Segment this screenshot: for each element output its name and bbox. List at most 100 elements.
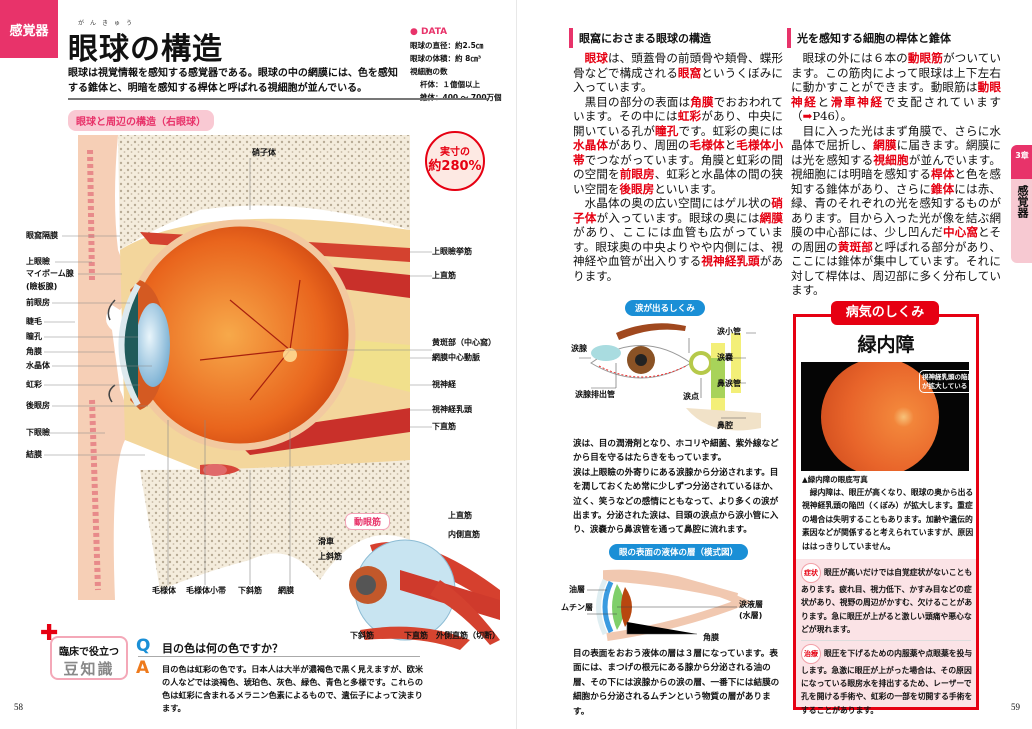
chapter-label: 感覚器 bbox=[1016, 185, 1029, 218]
disease-text: 緑内障は、眼圧が高くなり、眼球の奥から出る視神経乳頭の陥凹（くぼみ）が拡大します… bbox=[802, 488, 974, 551]
tear-mechanism-illustration bbox=[579, 323, 761, 431]
text-segment: 眼球の外には６本の bbox=[802, 51, 908, 65]
text-segment: があり、中央に開いている孔が bbox=[573, 109, 783, 138]
text-segment: でつながっています。角膜と虹彩の間の空間を bbox=[573, 152, 783, 182]
cornea bbox=[118, 283, 141, 407]
label: マイボーム腺 bbox=[26, 269, 74, 278]
paragraph: 黒目の部分の表面は角膜でおおわれています。その中には虹彩があり、中央に開いている… bbox=[573, 95, 783, 197]
label: 上眼瞼 bbox=[26, 257, 50, 266]
label: 上直筋 bbox=[448, 511, 472, 520]
page-number: 58 bbox=[14, 702, 23, 712]
highlighted-term: 眼球 bbox=[584, 51, 608, 65]
leader-lines bbox=[44, 158, 432, 585]
scale-line1: 実寸の bbox=[440, 147, 470, 158]
label: 角膜 bbox=[26, 347, 42, 356]
text-segment: がついています。この筋肉によって眼球は上下左右に動かすことができます。動眼筋は bbox=[791, 51, 1001, 94]
text-segment: とその周囲の bbox=[791, 225, 1001, 254]
intro-text: 眼球は視覚情報を感知する感覚器である。眼球の中の網膜には、色を感知する錐体と、明… bbox=[68, 68, 398, 94]
text-segment: でおおわれています。その中には bbox=[573, 94, 783, 124]
highlighted-term: 水晶体 bbox=[573, 138, 609, 152]
symptoms: 症状眼圧が高いだけでは自覚症状がないこともあります。疲れ目、視力低下、かすみ目な… bbox=[801, 563, 973, 637]
fundus-photo: 視神経乳頭の陥凹が拡大している bbox=[801, 362, 969, 471]
label: 外側直筋（切断） bbox=[436, 631, 500, 640]
label: 下眼瞼 bbox=[26, 428, 50, 437]
divider bbox=[138, 656, 420, 657]
bone-bottom bbox=[140, 460, 410, 590]
answer: 目の色は虹彩の色です。日本人は大半が濃褐色で黒く見えますが、欧米の人などでは淡褐… bbox=[162, 664, 424, 713]
layers-text: 目の表面をおおう液体の層は３層になっています。表面には、まつげの根元にある腺から… bbox=[573, 649, 780, 717]
label: 内側直筋 bbox=[448, 530, 480, 539]
question: 目の色は何の色ですか？ bbox=[162, 642, 283, 655]
photo-caption: ▲緑内障の眼底写真 bbox=[802, 475, 868, 484]
highlighted-term: 視細胞 bbox=[873, 152, 909, 167]
scale-line2: 約280% bbox=[428, 159, 482, 174]
treatment-text: 眼圧を下げるための内服薬や点眼薬を投与します。急激に眼圧が上がった場合は、その原… bbox=[801, 648, 973, 715]
highlighted-term: 角膜 bbox=[690, 94, 714, 109]
diagram-title: 眼球と周辺の構造（右眼球） bbox=[68, 110, 214, 131]
highlighted-term: 毛様体小帯 bbox=[573, 138, 783, 167]
text-segment: で支配されています（ bbox=[791, 94, 1001, 124]
label: 涙液層 bbox=[739, 600, 763, 609]
text-segment: と bbox=[724, 138, 737, 152]
label: 睫毛 bbox=[26, 317, 42, 326]
left-page: 感覚器 がんきゅう 眼球の構造 眼球は視覚情報を感知する感覚器である。眼球の中の… bbox=[0, 0, 502, 713]
text-segment: があります。 bbox=[573, 254, 783, 283]
page-title: 眼球の構造 bbox=[68, 32, 223, 67]
label: 涙嚢 bbox=[717, 353, 733, 362]
text-segment: というくぼみに入っています。 bbox=[573, 65, 783, 95]
label: 涙小管 bbox=[717, 327, 741, 336]
text-segment: 目に入った光はまず角膜で、さらに水晶体で屈折し、 bbox=[791, 123, 1001, 153]
highlighted-term: 網膜 bbox=[759, 210, 783, 225]
extraocular-muscle-illustration bbox=[349, 539, 500, 650]
divider bbox=[68, 98, 488, 100]
data-line: 眼球の直径：約2.5㎝ bbox=[410, 41, 484, 50]
tip-badge: 臨床で役立つ 豆知識 bbox=[50, 636, 128, 680]
symptoms-icon: 症状 bbox=[801, 563, 821, 583]
text-segment: と色を感知する錐体があり、さらに bbox=[791, 167, 1001, 196]
label: 涙腺排出管 bbox=[575, 390, 615, 399]
q-icon: Q bbox=[136, 636, 151, 656]
muscles-title: 動眼筋 bbox=[345, 513, 391, 530]
label: 鼻腔 bbox=[717, 421, 733, 430]
label: 毛様体 bbox=[152, 586, 176, 595]
highlighted-term: 滑車神経 bbox=[830, 94, 884, 109]
text-segment: です。虹彩の奥には bbox=[678, 123, 784, 138]
disease-title: 緑内障 bbox=[857, 334, 915, 356]
plus-icon: ✚ bbox=[40, 621, 59, 646]
text-segment: が入っています。眼球の奥には bbox=[596, 210, 760, 225]
label: (水層) bbox=[739, 611, 763, 620]
paragraph: 眼球は、頭蓋骨の前頭骨や頬骨、蝶形骨などで構成される眼窩というくぼみに入っていま… bbox=[573, 51, 783, 95]
tears-title: 涙が出るしくみ bbox=[625, 300, 705, 316]
text-segment: 黒目の部分の表面は bbox=[584, 94, 691, 109]
layers-title: 眼の表面の液体の層（模式図） bbox=[609, 544, 749, 560]
eye-cross-section-illustration bbox=[44, 135, 500, 650]
label: 下斜筋 bbox=[350, 631, 374, 640]
data-line: 視細胞の数 bbox=[410, 67, 448, 76]
text-segment: 、虹彩と水晶体の間の狭い空間を bbox=[573, 167, 783, 196]
text-segment: があり、周囲の bbox=[608, 138, 690, 152]
highlighted-term: 桿体 bbox=[931, 167, 955, 181]
section-body: 眼球は、頭蓋骨の前頭骨や頬骨、蝶形骨などで構成される眼窩というくぼみに入っていま… bbox=[573, 51, 783, 283]
tear-film-layers-illustration bbox=[587, 569, 753, 641]
title-ruby: がんきゅう bbox=[78, 20, 139, 27]
tip-badge-line2: 豆知識 bbox=[63, 660, 115, 678]
label: 涙点 bbox=[683, 392, 699, 401]
data-line: 眼球の体積：約 8㎝³ bbox=[410, 54, 482, 63]
label: 下直筋 bbox=[404, 631, 428, 640]
bone-top bbox=[118, 135, 410, 250]
highlighted-term: 眼窩 bbox=[677, 65, 702, 80]
label: 水晶体 bbox=[26, 361, 50, 370]
data-heading: ● DATA bbox=[410, 27, 448, 37]
label: 硝子体 bbox=[252, 148, 276, 157]
label: ムチン層 bbox=[561, 603, 593, 612]
label: 下直筋 bbox=[432, 422, 456, 431]
paragraph: 目に入った光はまず角膜で、さらに水晶体で屈折し、網膜に届きます。網膜には光を感知… bbox=[791, 124, 1001, 298]
label: 視神経 bbox=[432, 380, 456, 389]
text-segment: に届きます。網膜には光を感知する bbox=[791, 138, 1001, 167]
chapter-side-tab[interactable]: 3章 感覚器 bbox=[1011, 145, 1032, 263]
category-tab[interactable]: 感覚器 bbox=[0, 0, 58, 58]
text-segment: 水晶体の奥の広い空間にはゲル状の bbox=[584, 196, 772, 210]
text-segment: が並んでいます。視細胞には明暗を感知する bbox=[791, 152, 1001, 182]
highlighted-term: 毛様体 bbox=[689, 138, 725, 152]
symptoms-treatment-panel: 症状眼圧が高いだけでは自覚症状がないこともあります。疲れ目、視力低下、かすみ目な… bbox=[796, 559, 976, 715]
